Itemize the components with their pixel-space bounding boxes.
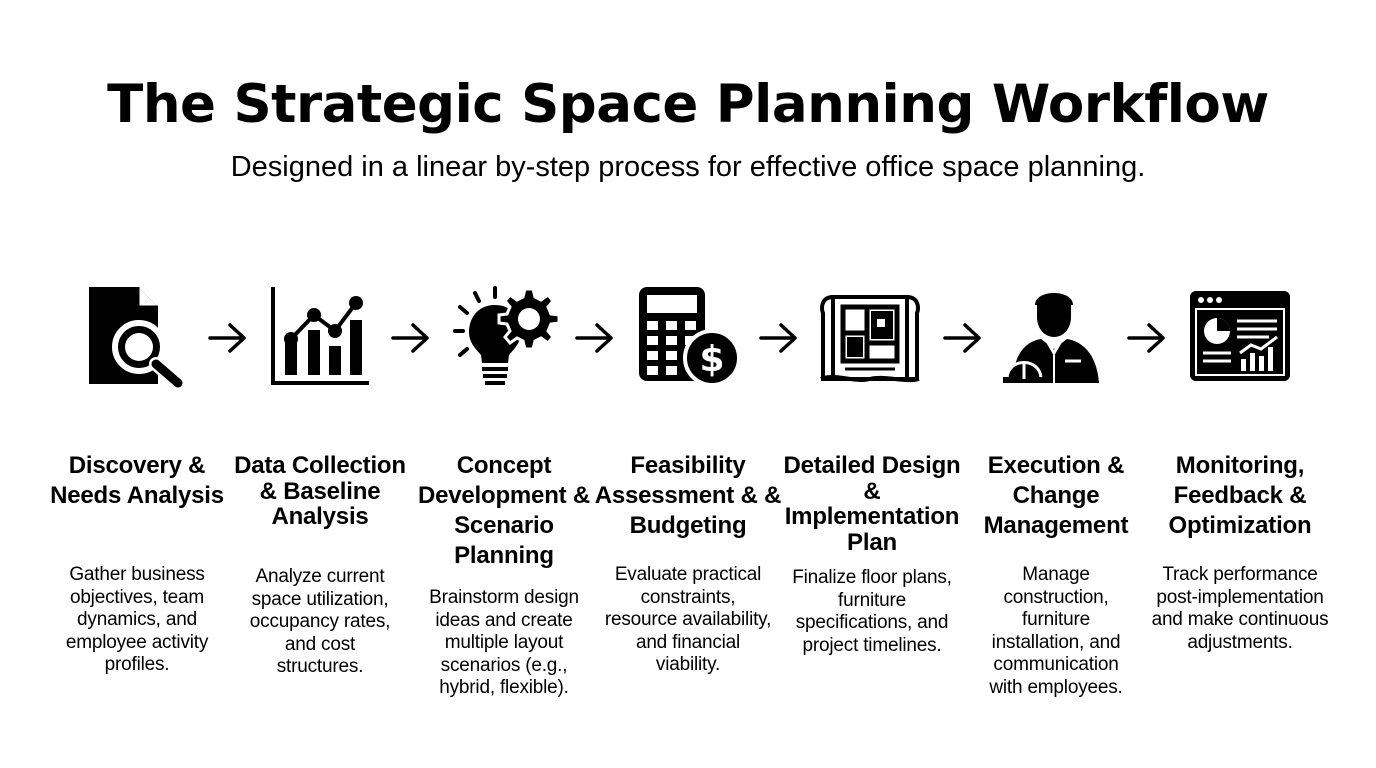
step-5-title: Detailed Design & Implementation Plan [783,452,961,556]
page-title: The Strategic Space Planning Workflow [107,74,1269,135]
step-6-title: Execution & Change Management [983,452,1129,539]
step-7-title: Monitoring, Feedback & Optimization [1168,452,1312,539]
step-5-description: Finalize floor plans, furniture specific… [792,567,952,656]
document-search-icon [82,283,192,393]
step-2-title: Data Collection & Baseline Analysis [234,452,406,530]
svg-text:$: $ [699,339,724,380]
arrow-right-icon [573,320,617,356]
worker-hardhat-icon [1001,283,1111,393]
calculator-dollar-icon: $ [633,283,743,393]
bar-line-chart-icon [265,283,375,393]
arrow-right-icon [389,320,433,356]
step-4-description: Evaluate practical constraints, resource… [604,564,772,675]
step-1-description: Gather business objectives, team dynamic… [65,564,209,675]
page-subtitle: Designed in a linear by-step process for… [230,151,1146,183]
arrow-right-icon [941,320,985,356]
step-2-description: Analyze current space utilization, occup… [249,566,391,677]
dashboard-analytics-icon [1185,283,1295,393]
step-3-title: Concept Development & Scenario Planning [417,452,591,569]
step-7-description: Track performance post-implementation an… [1151,564,1329,653]
lightbulb-gear-icon [449,283,559,393]
arrow-right-icon [757,320,801,356]
arrow-right-icon [206,320,250,356]
step-1-title: Discovery & Needs Analysis [50,452,224,509]
blueprint-icon [815,283,925,393]
step-4-title: Feasibility Assessment & & Budgeting [594,452,782,539]
step-3-description: Brainstorm design ideas and create multi… [429,587,579,698]
arrow-right-icon [1125,320,1169,356]
step-6-description: Manage construction, furniture installat… [989,564,1123,698]
